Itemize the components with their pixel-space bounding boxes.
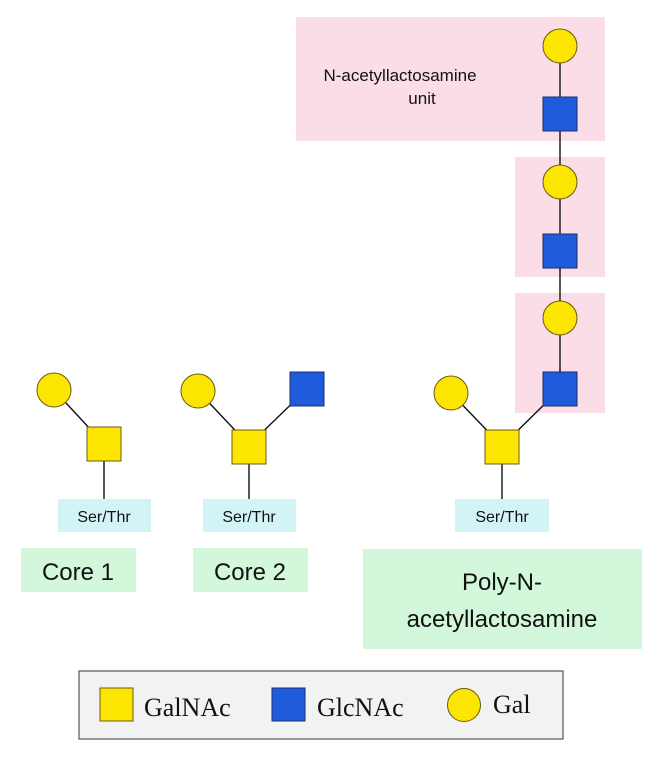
poly-label-line2: acetyllactosamine — [407, 606, 598, 633]
poly-label-line1: Poly-N- — [462, 569, 542, 596]
glcnac-square-icon — [542, 96, 578, 132]
legend: GalNAc GlcNAc Gal — [78, 670, 564, 740]
core-2-label-box — [193, 548, 308, 592]
poly-n-acetyllactosamine-label-box — [363, 549, 642, 649]
ser-thr-label: Ser/Thr — [475, 509, 529, 526]
legend-box — [78, 670, 564, 740]
unit-label-line2: unit — [408, 89, 436, 108]
legend-label-glcnac: GlcNAc — [317, 693, 404, 722]
legend-label-gal: Gal — [493, 690, 531, 719]
legend-label-galnac: GalNAc — [144, 693, 231, 722]
ser-thr-box — [58, 499, 151, 532]
ser-thr-box — [203, 499, 296, 532]
legend-glcnac-icon — [271, 687, 306, 722]
core-1-label-box — [21, 548, 136, 592]
glcnac-square-icon — [289, 371, 325, 407]
legend-gal-icon — [447, 688, 481, 722]
galnac-square-icon — [86, 426, 122, 462]
gal-circle-icon — [542, 300, 578, 336]
ser-thr-label: Ser/Thr — [222, 509, 276, 526]
gal-circle-icon — [36, 372, 72, 408]
galnac-square-icon — [231, 429, 267, 465]
gal-circle-icon — [180, 373, 216, 409]
legend-galnac-icon — [99, 687, 134, 722]
core-1-label: Core 1 — [42, 559, 114, 586]
gal-circle-icon — [433, 375, 469, 411]
core-2-label: Core 2 — [214, 559, 286, 586]
glcnac-square-icon — [542, 371, 578, 407]
galnac-square-icon — [484, 429, 520, 465]
gal-circle-icon — [542, 28, 578, 64]
unit-label-line1: N-acetyllactosamine — [323, 66, 476, 85]
gal-circle-icon — [542, 164, 578, 200]
glcnac-square-icon — [542, 233, 578, 269]
ser-thr-label: Ser/Thr — [77, 509, 131, 526]
ser-thr-box — [455, 499, 549, 532]
